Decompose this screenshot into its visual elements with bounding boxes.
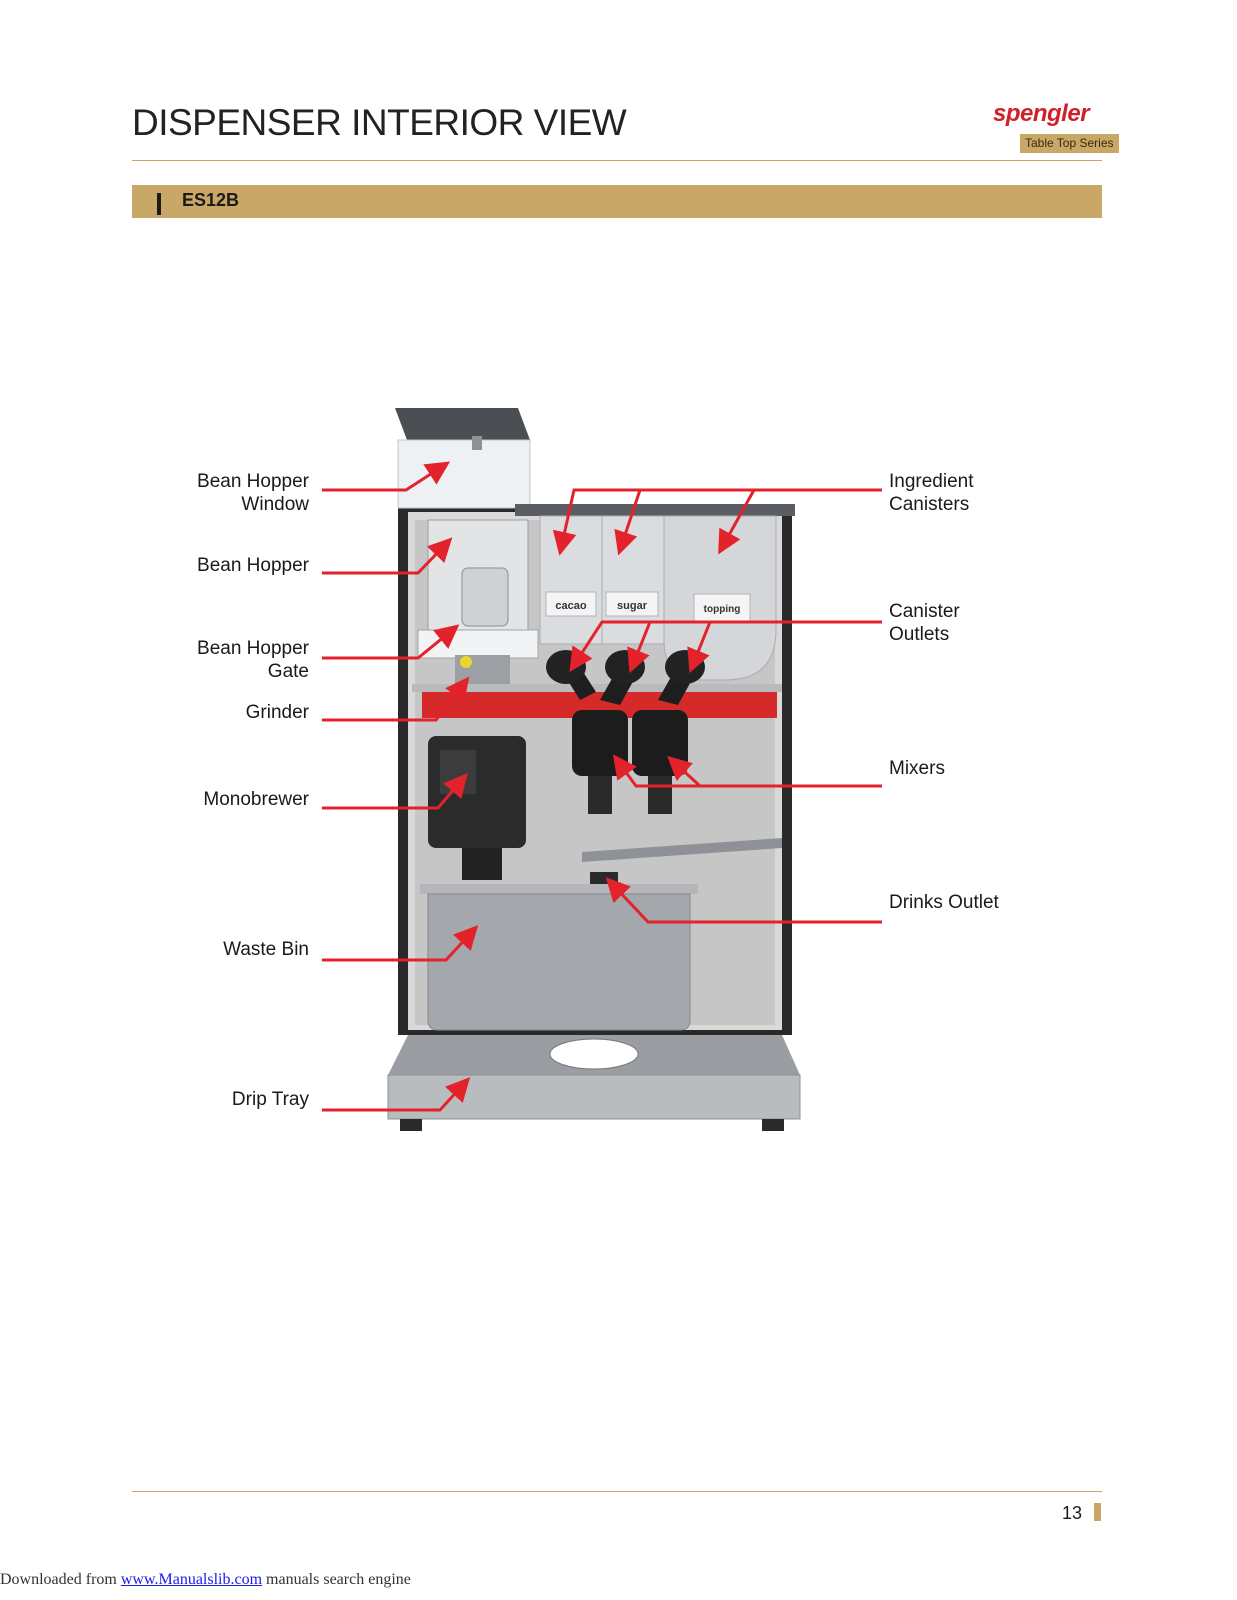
ingredient-canisters: cacao sugar topping (515, 504, 795, 681)
brand-logo: spengler (993, 100, 1090, 127)
callout-bean-hopper: Bean Hopper (197, 555, 309, 576)
callout-mixers: Mixers (889, 758, 945, 779)
section-marker (157, 193, 161, 215)
shelf (412, 684, 782, 692)
page-title: DISPENSER INTERIOR VIEW (132, 102, 627, 143)
bean-hopper (417, 519, 539, 659)
drinks-outlet-shelf (582, 838, 782, 862)
page-number: 13 (1062, 1503, 1083, 1523)
bean-hopper-window (395, 408, 531, 509)
callout-monobrewer: Monobrewer (203, 789, 309, 810)
brand-tagline: Table Top Series (1020, 134, 1119, 153)
drip-tray (387, 1035, 801, 1131)
model-code: ES12B (182, 190, 240, 210)
download-suffix: manuals search engine (262, 1571, 411, 1588)
callout-waste-bin: Waste Bin (223, 939, 309, 960)
canister-label-cacao: cacao (555, 600, 586, 612)
callout-arrows-right (552, 488, 882, 924)
canister-label-topping: topping (704, 604, 741, 615)
footer-divider (132, 1491, 1102, 1492)
waste-bin (420, 884, 698, 1031)
dispenser-illustration: cacao sugar topping (322, 408, 882, 1131)
callout-grinder: Grinder (245, 702, 309, 723)
callout-drinks-outlet: Drinks Outlet (889, 892, 999, 913)
page-marker (1094, 1503, 1101, 1521)
download-note: Downloaded from www.Manualslib.com manua… (0, 1571, 411, 1589)
bean-hopper-gate (455, 655, 510, 685)
callout-drip-tray: Drip Tray (231, 1089, 309, 1110)
manualslib-link[interactable]: www.Manualslib.com (120, 1571, 263, 1588)
header-divider (132, 160, 1102, 161)
mixers (572, 710, 688, 814)
callout-arrows (322, 461, 479, 1112)
canister-label-sugar: sugar (617, 600, 648, 612)
download-prefix: Downloaded from (0, 1571, 121, 1588)
section-bar (132, 185, 1102, 218)
